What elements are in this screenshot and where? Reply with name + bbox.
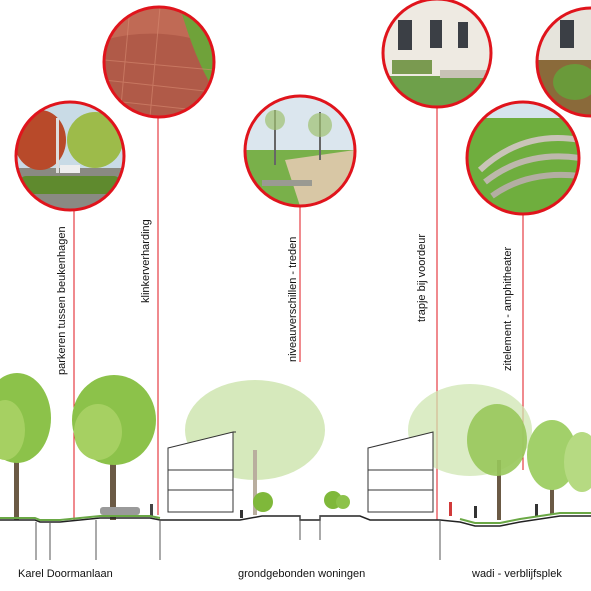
seating-amphitheater-photo — [465, 100, 581, 216]
callout-label-amphitheater: zitelement - amphitheater — [502, 246, 514, 371]
parking-between-beech-hedges-photo — [14, 100, 126, 212]
street-name-label: Karel Doormanlaan — [18, 568, 113, 580]
callout-label-parking: parkeren tussen beukenhagen — [56, 226, 68, 375]
callout-label-brick-paving: klinkerverharding — [140, 219, 152, 303]
front-door-steps-photo — [381, 0, 493, 109]
partial-garden-photo — [535, 6, 591, 118]
wadi-label: wadi - verblijfsplek — [472, 568, 562, 580]
section-shrubs-and-people — [100, 491, 538, 518]
section-house-right — [367, 431, 434, 513]
callout-label-front-door: trapje bij voordeur — [416, 233, 428, 322]
section-house-left — [167, 431, 236, 513]
section-trees — [0, 373, 591, 520]
callout-label-steps: niveauverschillen - treden — [287, 236, 299, 362]
ground-profile — [0, 512, 591, 560]
level-differences-steps-photo — [243, 94, 357, 208]
housing-label: grondgebonden woningen — [238, 568, 366, 580]
brick-paving-photo — [102, 5, 216, 119]
